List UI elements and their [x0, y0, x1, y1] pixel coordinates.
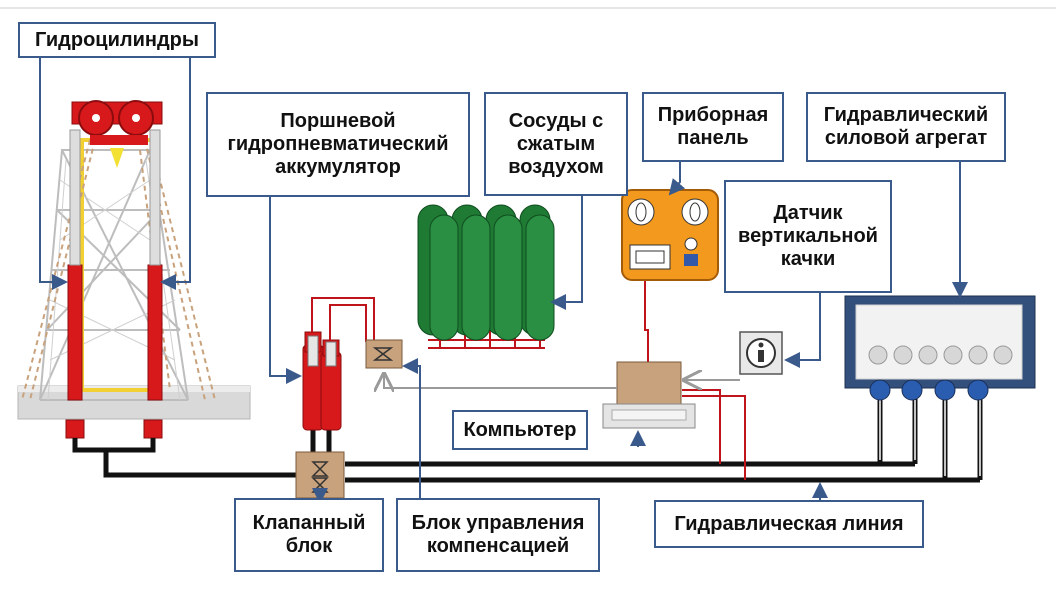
hydraulic-power-unit	[844, 295, 1036, 401]
label-compensation-control: Блок управления компенсацией	[396, 498, 600, 572]
label-compensation-control-line-1: Блок управления	[411, 512, 585, 534]
label-air-vessels-line-3: воздухом	[508, 155, 604, 178]
air-vessels	[417, 204, 555, 341]
heave-sensor	[739, 331, 783, 375]
info-icon	[746, 338, 776, 368]
label-power-unit-line-1: Гидравлический	[823, 104, 989, 126]
label-accumulator-line-3: аккумулятор	[275, 156, 401, 178]
compensation-control-box	[365, 339, 403, 369]
label-valve-block-line-2: блок	[285, 535, 333, 557]
label-accumulator-line-1: Поршневой	[280, 110, 396, 132]
label-air-vessels-line-2: сжатым	[516, 132, 596, 155]
derrick-tower	[17, 100, 251, 439]
label-instrument-panel: Приборная панель	[642, 92, 784, 162]
label-heave-sensor-line-3: качки	[780, 248, 836, 270]
label-heave-sensor: Датчик вертикальной качки	[724, 180, 892, 293]
label-hydraulic-line-text: Гидравлическая линия	[674, 512, 904, 535]
label-accumulator: Поршневой гидропневматический аккумулято…	[206, 92, 470, 197]
label-heave-sensor-line-2: вертикальной	[738, 225, 878, 247]
label-power-unit-line-2: силовой агрегат	[824, 127, 988, 149]
instrument-panel	[621, 189, 719, 281]
label-hydrocylinders: Гидроцилиндры	[18, 22, 216, 58]
label-instrument-panel-line-1: Приборная	[657, 104, 769, 126]
label-computer: Компьютер	[452, 410, 588, 450]
label-compensation-control-line-2: компенсацией	[426, 535, 570, 557]
label-hydrocylinders-text: Гидроцилиндры	[35, 28, 199, 51]
label-accumulator-line-2: гидропневматический	[227, 133, 449, 155]
label-valve-block: Клапанный блок	[234, 498, 384, 572]
valve-icon	[372, 347, 394, 361]
label-instrument-panel-line-2: панель	[677, 127, 749, 149]
label-computer-text: Компьютер	[463, 418, 577, 441]
label-air-vessels: Сосуды с сжатым воздухом	[484, 92, 628, 196]
label-valve-block-line-1: Клапанный	[252, 512, 366, 534]
label-air-vessels-line-1: Сосуды с	[508, 109, 604, 132]
computer	[602, 361, 696, 429]
accumulator	[302, 331, 342, 431]
label-hydraulic-line: Гидравлическая линия	[654, 500, 924, 548]
valve-block	[295, 451, 345, 499]
label-heave-sensor-line-1: Датчик	[773, 202, 843, 224]
label-power-unit: Гидравлический силовой агрегат	[806, 92, 1006, 162]
